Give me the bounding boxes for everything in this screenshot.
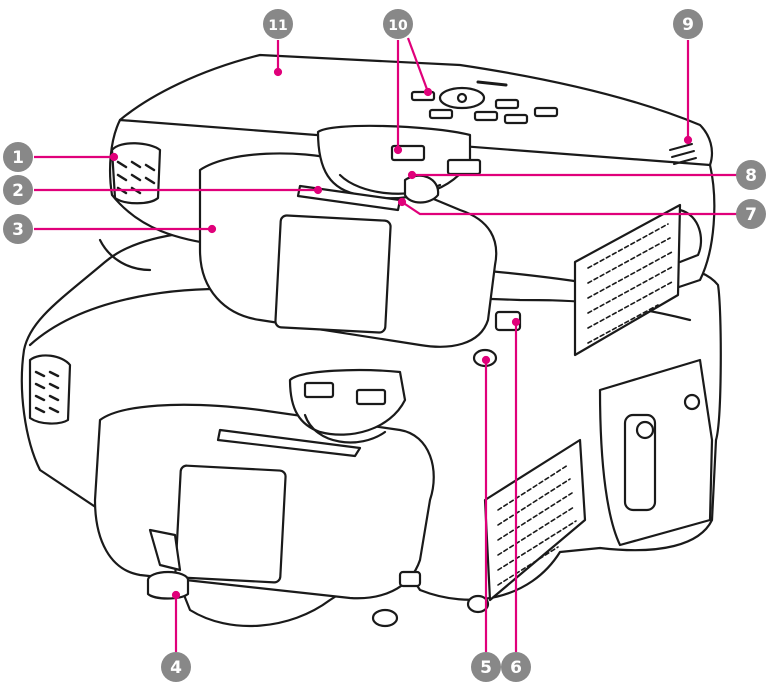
callout-9: 9 <box>673 9 703 39</box>
callout-6-label: 6 <box>510 658 522 678</box>
callout-8-label: 8 <box>745 166 757 186</box>
callout-9-label: 9 <box>682 15 694 35</box>
leader-lines <box>34 37 751 652</box>
callout-4: 4 <box>161 652 191 682</box>
callout-7: 7 <box>736 199 766 229</box>
callout-11: 11 <box>263 9 293 39</box>
lower-right-vent <box>483 438 587 602</box>
callout-3-label: 3 <box>12 220 24 240</box>
upper-window <box>274 214 392 334</box>
callout-1-label: 1 <box>12 148 24 168</box>
callout-1: 1 <box>3 142 33 172</box>
callout-3: 3 <box>3 214 33 244</box>
callout-6: 6 <box>501 652 531 682</box>
upper-left-vent <box>110 142 162 205</box>
adjustable-foot <box>146 528 190 600</box>
callout-10: 10 <box>383 9 413 39</box>
projector-lower <box>20 228 722 628</box>
callout-2-label: 2 <box>12 181 24 201</box>
callout-2: 2 <box>3 175 33 205</box>
status-indicator <box>669 143 697 165</box>
callout-4-label: 4 <box>170 658 182 678</box>
lower-left-vent <box>28 354 72 425</box>
callout-5: 5 <box>471 652 501 682</box>
callout-10-label: 10 <box>388 18 408 34</box>
upper-right-vent <box>573 203 682 357</box>
projector-upper <box>98 53 716 368</box>
callout-8: 8 <box>736 160 766 190</box>
callout-11-label: 11 <box>268 18 287 34</box>
control-panel <box>410 80 559 125</box>
lower-window <box>174 464 287 584</box>
callout-5-label: 5 <box>480 658 492 678</box>
callout-7-label: 7 <box>745 205 757 225</box>
